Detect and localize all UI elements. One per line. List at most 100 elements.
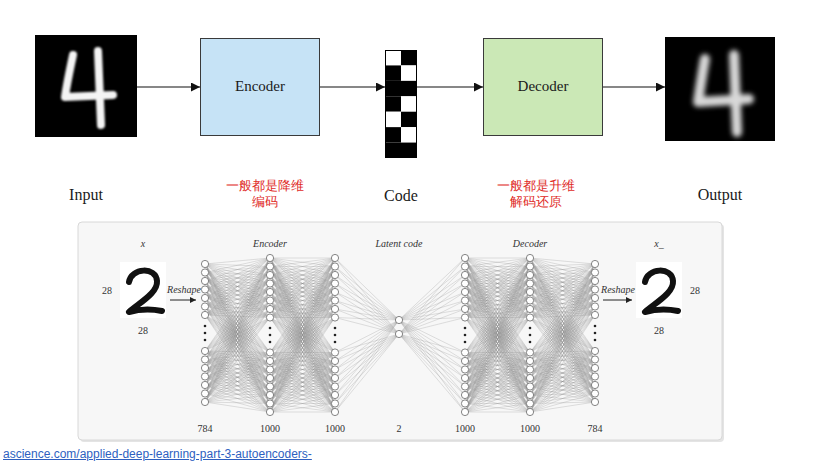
dimension: 28	[138, 325, 148, 337]
neuron	[526, 374, 533, 381]
node-caption: Code	[384, 187, 418, 205]
neuron	[526, 400, 533, 407]
ellipsis-dot	[529, 334, 532, 337]
node-caption: Output	[698, 186, 742, 204]
neuron	[201, 286, 208, 293]
neuron	[526, 280, 533, 287]
ellipsis-dot	[334, 341, 337, 344]
neuron	[201, 373, 208, 380]
neuron	[201, 347, 208, 354]
neuron	[201, 356, 208, 363]
neuron	[201, 390, 208, 397]
neuron	[526, 271, 533, 278]
encoder-box: Encoder	[200, 38, 320, 136]
neuron	[395, 330, 402, 337]
code-vector: Code	[385, 50, 417, 158]
neuron	[461, 297, 468, 304]
panel	[78, 222, 722, 440]
layer-size: 784	[198, 423, 213, 435]
ellipsis-dot	[464, 327, 467, 330]
neuron	[266, 366, 273, 373]
neuron	[201, 269, 208, 276]
network-layer	[461, 254, 468, 415]
neuron	[331, 408, 338, 415]
ellipsis-dot	[269, 327, 272, 330]
neuron	[526, 314, 533, 321]
neuron	[526, 254, 533, 261]
neuron	[266, 271, 273, 278]
neuron	[461, 408, 468, 415]
ellipsis-dot	[269, 334, 272, 337]
neuron	[591, 277, 598, 284]
digit-image	[120, 262, 166, 318]
neuron	[201, 311, 208, 318]
variable-name: x_	[654, 238, 663, 250]
neuron	[461, 314, 468, 321]
neuron	[461, 263, 468, 270]
input-image: Input	[35, 35, 137, 137]
digit-image	[636, 262, 682, 318]
ellipsis-dot	[204, 339, 207, 342]
neuron	[266, 263, 273, 270]
arrow-label: Reshape	[601, 284, 635, 296]
neuron	[331, 366, 338, 373]
box-title: Encoder	[235, 78, 285, 95]
neuron	[461, 280, 468, 287]
dimension: 28	[654, 325, 664, 337]
neuron	[461, 254, 468, 261]
neuron	[331, 314, 338, 321]
dimension: 28	[102, 285, 112, 297]
reshape-arrow	[603, 300, 632, 301]
neuron	[526, 288, 533, 295]
network-layer	[266, 254, 273, 415]
neuron	[201, 260, 208, 267]
neuron	[266, 254, 273, 261]
neuron	[331, 357, 338, 364]
neuron	[461, 357, 468, 364]
neuron	[526, 305, 533, 312]
neuron	[331, 280, 338, 287]
ellipsis-dot	[334, 334, 337, 337]
neuron	[331, 271, 338, 278]
source-link: ascience.com/applied-deep-learning-part-…	[3, 447, 312, 461]
ellipsis-dot	[594, 332, 597, 335]
neuron	[591, 311, 598, 318]
neuron	[526, 408, 533, 415]
neuron	[526, 263, 533, 270]
neuron	[331, 374, 338, 381]
network-layer	[331, 254, 338, 415]
neuron	[266, 400, 273, 407]
ellipsis-dot	[269, 341, 272, 344]
neuron	[461, 349, 468, 356]
ellipsis-dot	[464, 341, 467, 344]
layer-size: 1000	[325, 423, 345, 435]
section-label: Latent code	[376, 238, 423, 250]
layer-size: 1000	[520, 423, 540, 435]
flow-arrow	[320, 86, 385, 87]
neuron	[331, 400, 338, 407]
neuron	[331, 288, 338, 295]
neuron	[201, 303, 208, 310]
network-wires	[205, 258, 595, 412]
neuron	[331, 305, 338, 312]
network-layer	[395, 316, 402, 337]
neuron	[201, 277, 208, 284]
neuron	[266, 280, 273, 287]
network-layer	[591, 260, 598, 405]
neuron	[461, 374, 468, 381]
neuron	[526, 349, 533, 356]
flow-arrow	[417, 86, 483, 87]
code-grid	[385, 50, 417, 158]
neuron	[266, 391, 273, 398]
variable-name: x	[141, 238, 145, 250]
neuron	[331, 297, 338, 304]
decoder-box: Decoder	[483, 38, 603, 136]
layer-size: 1000	[455, 423, 475, 435]
neuron	[591, 269, 598, 276]
neuron	[266, 314, 273, 321]
neuron	[461, 400, 468, 407]
neuron	[331, 383, 338, 390]
node-caption: Input	[69, 186, 103, 204]
neuron	[266, 374, 273, 381]
neuron	[526, 366, 533, 373]
